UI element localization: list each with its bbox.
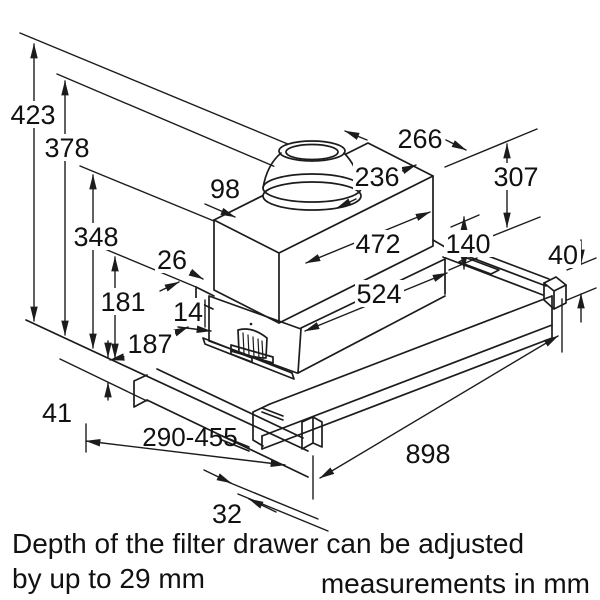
dim-472-label: 472 xyxy=(355,229,400,259)
dim-98-label: 98 xyxy=(210,174,240,204)
dim-348-label: 348 xyxy=(73,222,118,252)
dim-236-label: 236 xyxy=(354,162,399,192)
captions: Depth of the filter drawer can be adjust… xyxy=(12,528,590,599)
duct-collar xyxy=(262,140,362,211)
dimension-labels: 423 378 348 181 98 266 236 307 472 140 5… xyxy=(10,100,578,529)
dim-181-label: 181 xyxy=(100,287,145,317)
dim-187-label: 187 xyxy=(127,329,172,359)
dim-423-label: 423 xyxy=(10,100,55,130)
note-line-2: by up to 29 mm xyxy=(12,563,205,594)
note-line-1: Depth of the filter drawer can be adjust… xyxy=(12,528,524,559)
dim-290-455-label: 290-455 xyxy=(142,422,237,452)
dim-307-label: 307 xyxy=(493,162,538,192)
dim-524-label: 524 xyxy=(356,279,401,309)
dim-898-label: 898 xyxy=(405,439,450,469)
dim-41-label: 41 xyxy=(42,398,72,428)
dim-378-label: 378 xyxy=(44,133,89,163)
units-note: measurements in mm xyxy=(321,568,590,599)
pullout-visor xyxy=(25,319,323,478)
dim-266-label: 266 xyxy=(397,124,442,154)
dim-14-label: 14 xyxy=(173,297,203,327)
dim-140-label: 140 xyxy=(445,229,490,259)
label-backgrounds xyxy=(8,101,581,426)
dim-26-label: 26 xyxy=(157,245,187,275)
control-knob xyxy=(230,328,274,364)
dim-40-label: 40 xyxy=(548,240,578,270)
dim-32-label: 32 xyxy=(212,499,242,529)
